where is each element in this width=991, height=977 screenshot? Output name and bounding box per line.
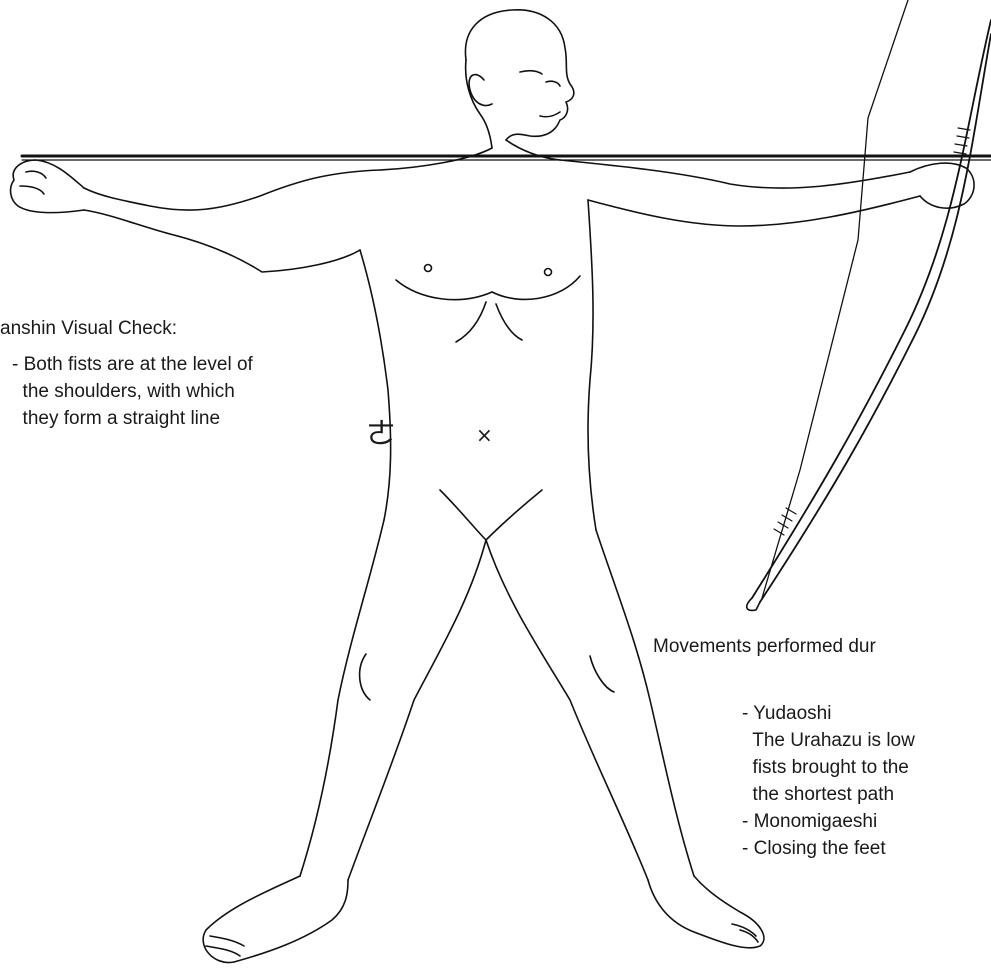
bow bbox=[747, 20, 991, 610]
movement-item: The Urahazu is low bbox=[742, 727, 915, 754]
movement-item: fists brought to the bbox=[742, 754, 915, 781]
visual-check-line: - Both fists are at the level of bbox=[12, 351, 253, 378]
movement-item: the shortest path bbox=[742, 781, 915, 808]
movements-title: Movements performed dur bbox=[653, 633, 876, 660]
bowstring bbox=[762, 0, 908, 598]
arrow-line bbox=[22, 156, 991, 160]
tanden-mark: ㄜ bbox=[366, 420, 396, 450]
visual-check-line: the shoulders, with which bbox=[12, 378, 253, 405]
movement-item: - Closing the feet bbox=[742, 835, 915, 862]
navel-mark: × bbox=[476, 420, 493, 450]
visual-check-list: - Both fists are at the level of the sho… bbox=[12, 351, 253, 432]
archer-legs bbox=[203, 520, 764, 963]
visual-check-title: anshin Visual Check: bbox=[0, 315, 177, 342]
archer-torso bbox=[11, 160, 975, 540]
movement-item: - Monomigaeshi bbox=[742, 808, 915, 835]
movements-list: - Yudaoshi The Urahazu is low fists brou… bbox=[742, 700, 915, 862]
visual-check-line: they form a straight line bbox=[12, 405, 253, 432]
movement-item: - Yudaoshi bbox=[742, 700, 915, 727]
archer-head bbox=[380, 10, 574, 170]
